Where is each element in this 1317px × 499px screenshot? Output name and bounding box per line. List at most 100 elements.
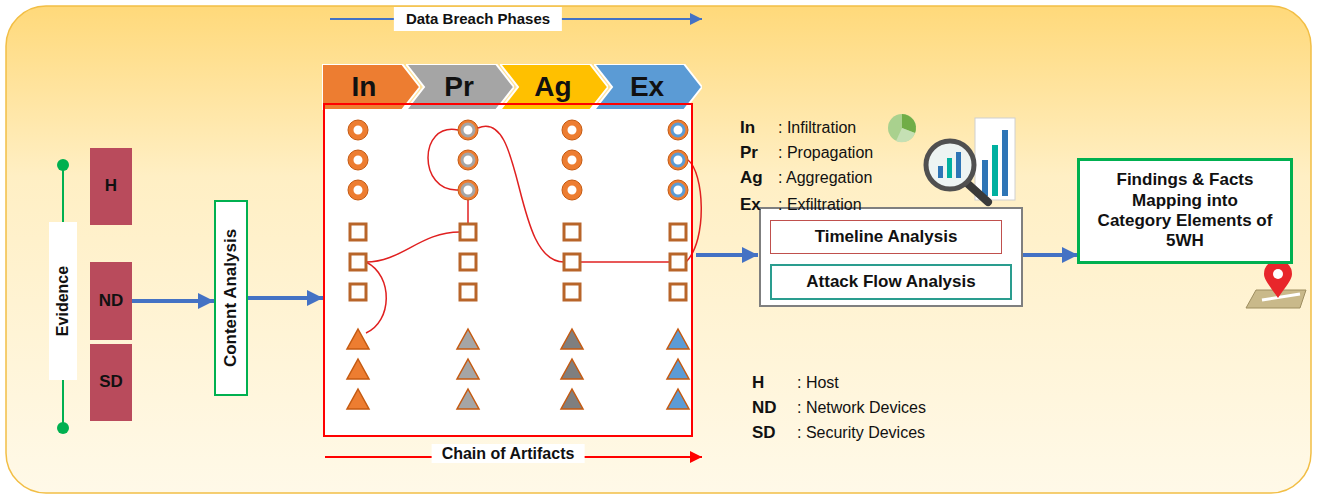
abbreviation: In <box>740 118 755 138</box>
artifact-circle-core <box>566 184 578 196</box>
flow-arrow <box>132 299 214 303</box>
artifact-triangle <box>667 359 689 379</box>
magnifier-handle <box>968 184 988 202</box>
artifact-circle-core <box>566 154 578 166</box>
flow-arrow <box>1023 253 1078 257</box>
chart-icon <box>926 118 1015 202</box>
artifact-circle-core <box>566 124 578 136</box>
artifact-circle-core <box>462 154 474 166</box>
source-box: H <box>90 148 132 225</box>
magnifier-lens <box>926 141 974 189</box>
artifact-circle-core <box>352 154 364 166</box>
artifact-circle-core <box>672 154 684 166</box>
chart-bar <box>956 152 961 178</box>
chart-bar <box>938 166 943 178</box>
artifact-square <box>670 254 686 270</box>
artifact-link <box>686 160 701 262</box>
chart-bar <box>947 158 952 178</box>
artifact-circle <box>348 150 368 170</box>
abbreviation: Ag <box>740 168 763 188</box>
artifact-triangle <box>667 389 689 409</box>
flow-arrow <box>248 296 323 300</box>
node-text: Ag <box>522 70 585 104</box>
artifact-square <box>350 284 366 300</box>
artifact-circle <box>348 180 368 200</box>
abbreviation-meaning: : Infiltration <box>778 118 856 137</box>
analysis-panel <box>760 208 1022 306</box>
artifact-link <box>428 129 458 190</box>
analysis-box: Timeline Analysis <box>770 220 1002 254</box>
artifact-square <box>460 254 476 270</box>
node-text: Content Analysis <box>221 229 241 367</box>
pie-slice <box>896 128 915 142</box>
artifact-square <box>350 254 366 270</box>
artifact-triangle <box>457 389 479 409</box>
abbreviation: ND <box>752 398 777 418</box>
node-text: Chain of Artifacts <box>432 444 585 463</box>
artifact-links <box>366 126 701 333</box>
artifact-square <box>350 224 366 240</box>
artifact-circle <box>458 120 478 140</box>
abbreviation: SD <box>752 423 776 443</box>
artifact-triangle <box>457 359 479 379</box>
node-text: Evidence <box>53 266 72 336</box>
chart-bar <box>982 160 988 196</box>
evidence-dot <box>57 159 69 171</box>
pie-icon <box>888 114 916 142</box>
abbreviation-meaning: : Exfiltration <box>778 195 862 214</box>
analysis-box: Attack Flow Analysis <box>770 264 1012 300</box>
artifact-circle <box>668 180 688 200</box>
map-icon <box>1246 260 1306 308</box>
artifact-square <box>564 254 580 270</box>
node-text: Findings & Facts Mapping into Category E… <box>1080 170 1290 252</box>
abbreviation: Pr <box>740 143 758 163</box>
artifact-square <box>460 224 476 240</box>
process-box: Content Analysis <box>214 200 248 396</box>
abbreviation-meaning: : Network Devices <box>797 398 926 417</box>
source-box: SD <box>90 344 132 421</box>
artifact-link <box>580 261 670 263</box>
artifact-triangle <box>561 389 583 409</box>
artifact-link <box>366 232 460 262</box>
node-text: In <box>352 70 391 104</box>
node-text: Pr <box>432 70 488 104</box>
flow-arrow <box>696 253 758 257</box>
chain-ground <box>323 103 693 437</box>
artifact-circle <box>668 150 688 170</box>
abbreviation: Ex <box>740 195 761 215</box>
abbreviation-meaning: : Propagation <box>778 143 873 162</box>
artifact-circle <box>348 120 368 140</box>
node-text: SD <box>99 372 123 392</box>
artifact-circle <box>668 120 688 140</box>
artifact-triangle <box>347 329 369 349</box>
phase-heading: Data Breach Phases <box>394 7 562 31</box>
artifact-triangle <box>347 359 369 379</box>
abbreviation-meaning: : Host <box>797 373 839 392</box>
abbreviation-meaning: : Aggregation <box>778 168 872 187</box>
artifacts <box>347 120 689 409</box>
evidence-box: Evidence <box>49 222 77 380</box>
abbreviation-meaning: : Security Devices <box>797 423 925 442</box>
artifact-link <box>478 126 564 262</box>
artifact-circle <box>562 180 582 200</box>
node-text: Ex <box>618 70 678 104</box>
evidence-dot <box>57 422 69 434</box>
node-text: H <box>105 176 117 196</box>
node-text: ND <box>99 291 124 311</box>
chart-sheet <box>975 118 1015 200</box>
artifact-triangle <box>667 329 689 349</box>
artifact-circle-core <box>352 184 364 196</box>
background-panel <box>6 6 1311 493</box>
abbreviation: H <box>752 373 764 393</box>
artifact-chain-box: Chain of Artifacts <box>323 103 693 437</box>
artifact-square <box>564 284 580 300</box>
artifact-link <box>366 262 386 333</box>
source-box: ND <box>90 262 132 340</box>
chart-bar <box>992 145 998 196</box>
artifact-square <box>670 224 686 240</box>
artifact-circle <box>458 150 478 170</box>
artifact-triangle <box>347 389 369 409</box>
artifact-triangle <box>457 329 479 349</box>
artifact-circle <box>458 180 478 200</box>
